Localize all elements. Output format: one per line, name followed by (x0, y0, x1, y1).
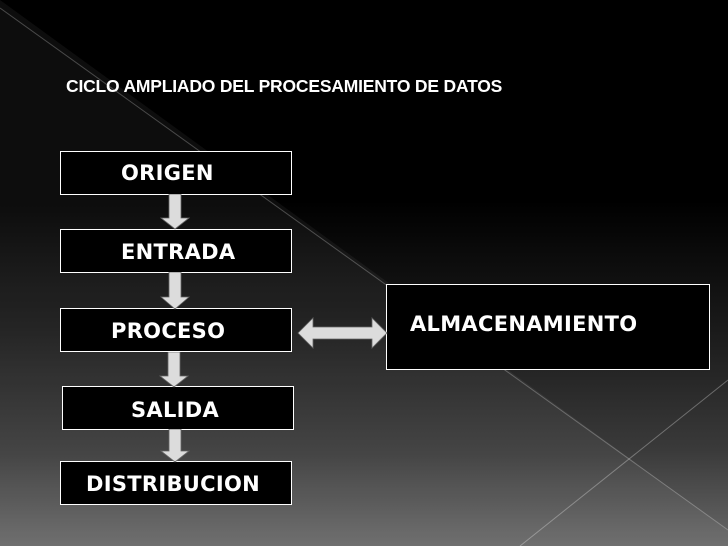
step-salida: SALIDA (62, 386, 294, 430)
step-distribucion: DISTRIBUCION (60, 461, 292, 505)
double-arrow-icon (297, 317, 388, 349)
slide-title: CICLO AMPLIADO DEL PROCESAMIENTO DE DATO… (66, 76, 503, 96)
side-almacenamiento: ALMACENAMIENTO (386, 284, 710, 370)
down-arrow-icon (159, 352, 189, 388)
down-arrow-icon (160, 272, 190, 310)
step-origen: ORIGEN (60, 151, 292, 195)
step-proceso: PROCESO (60, 308, 292, 352)
step-label: ENTRADA (121, 240, 236, 264)
step-label: DISTRIBUCION (86, 472, 260, 496)
step-label: PROCESO (111, 319, 226, 343)
side-label: ALMACENAMIENTO (410, 312, 638, 336)
down-arrow-icon (160, 194, 190, 230)
step-label: SALIDA (131, 398, 220, 422)
step-label: ORIGEN (121, 161, 214, 185)
step-entrada: ENTRADA (60, 229, 292, 273)
down-arrow-icon (160, 429, 190, 463)
